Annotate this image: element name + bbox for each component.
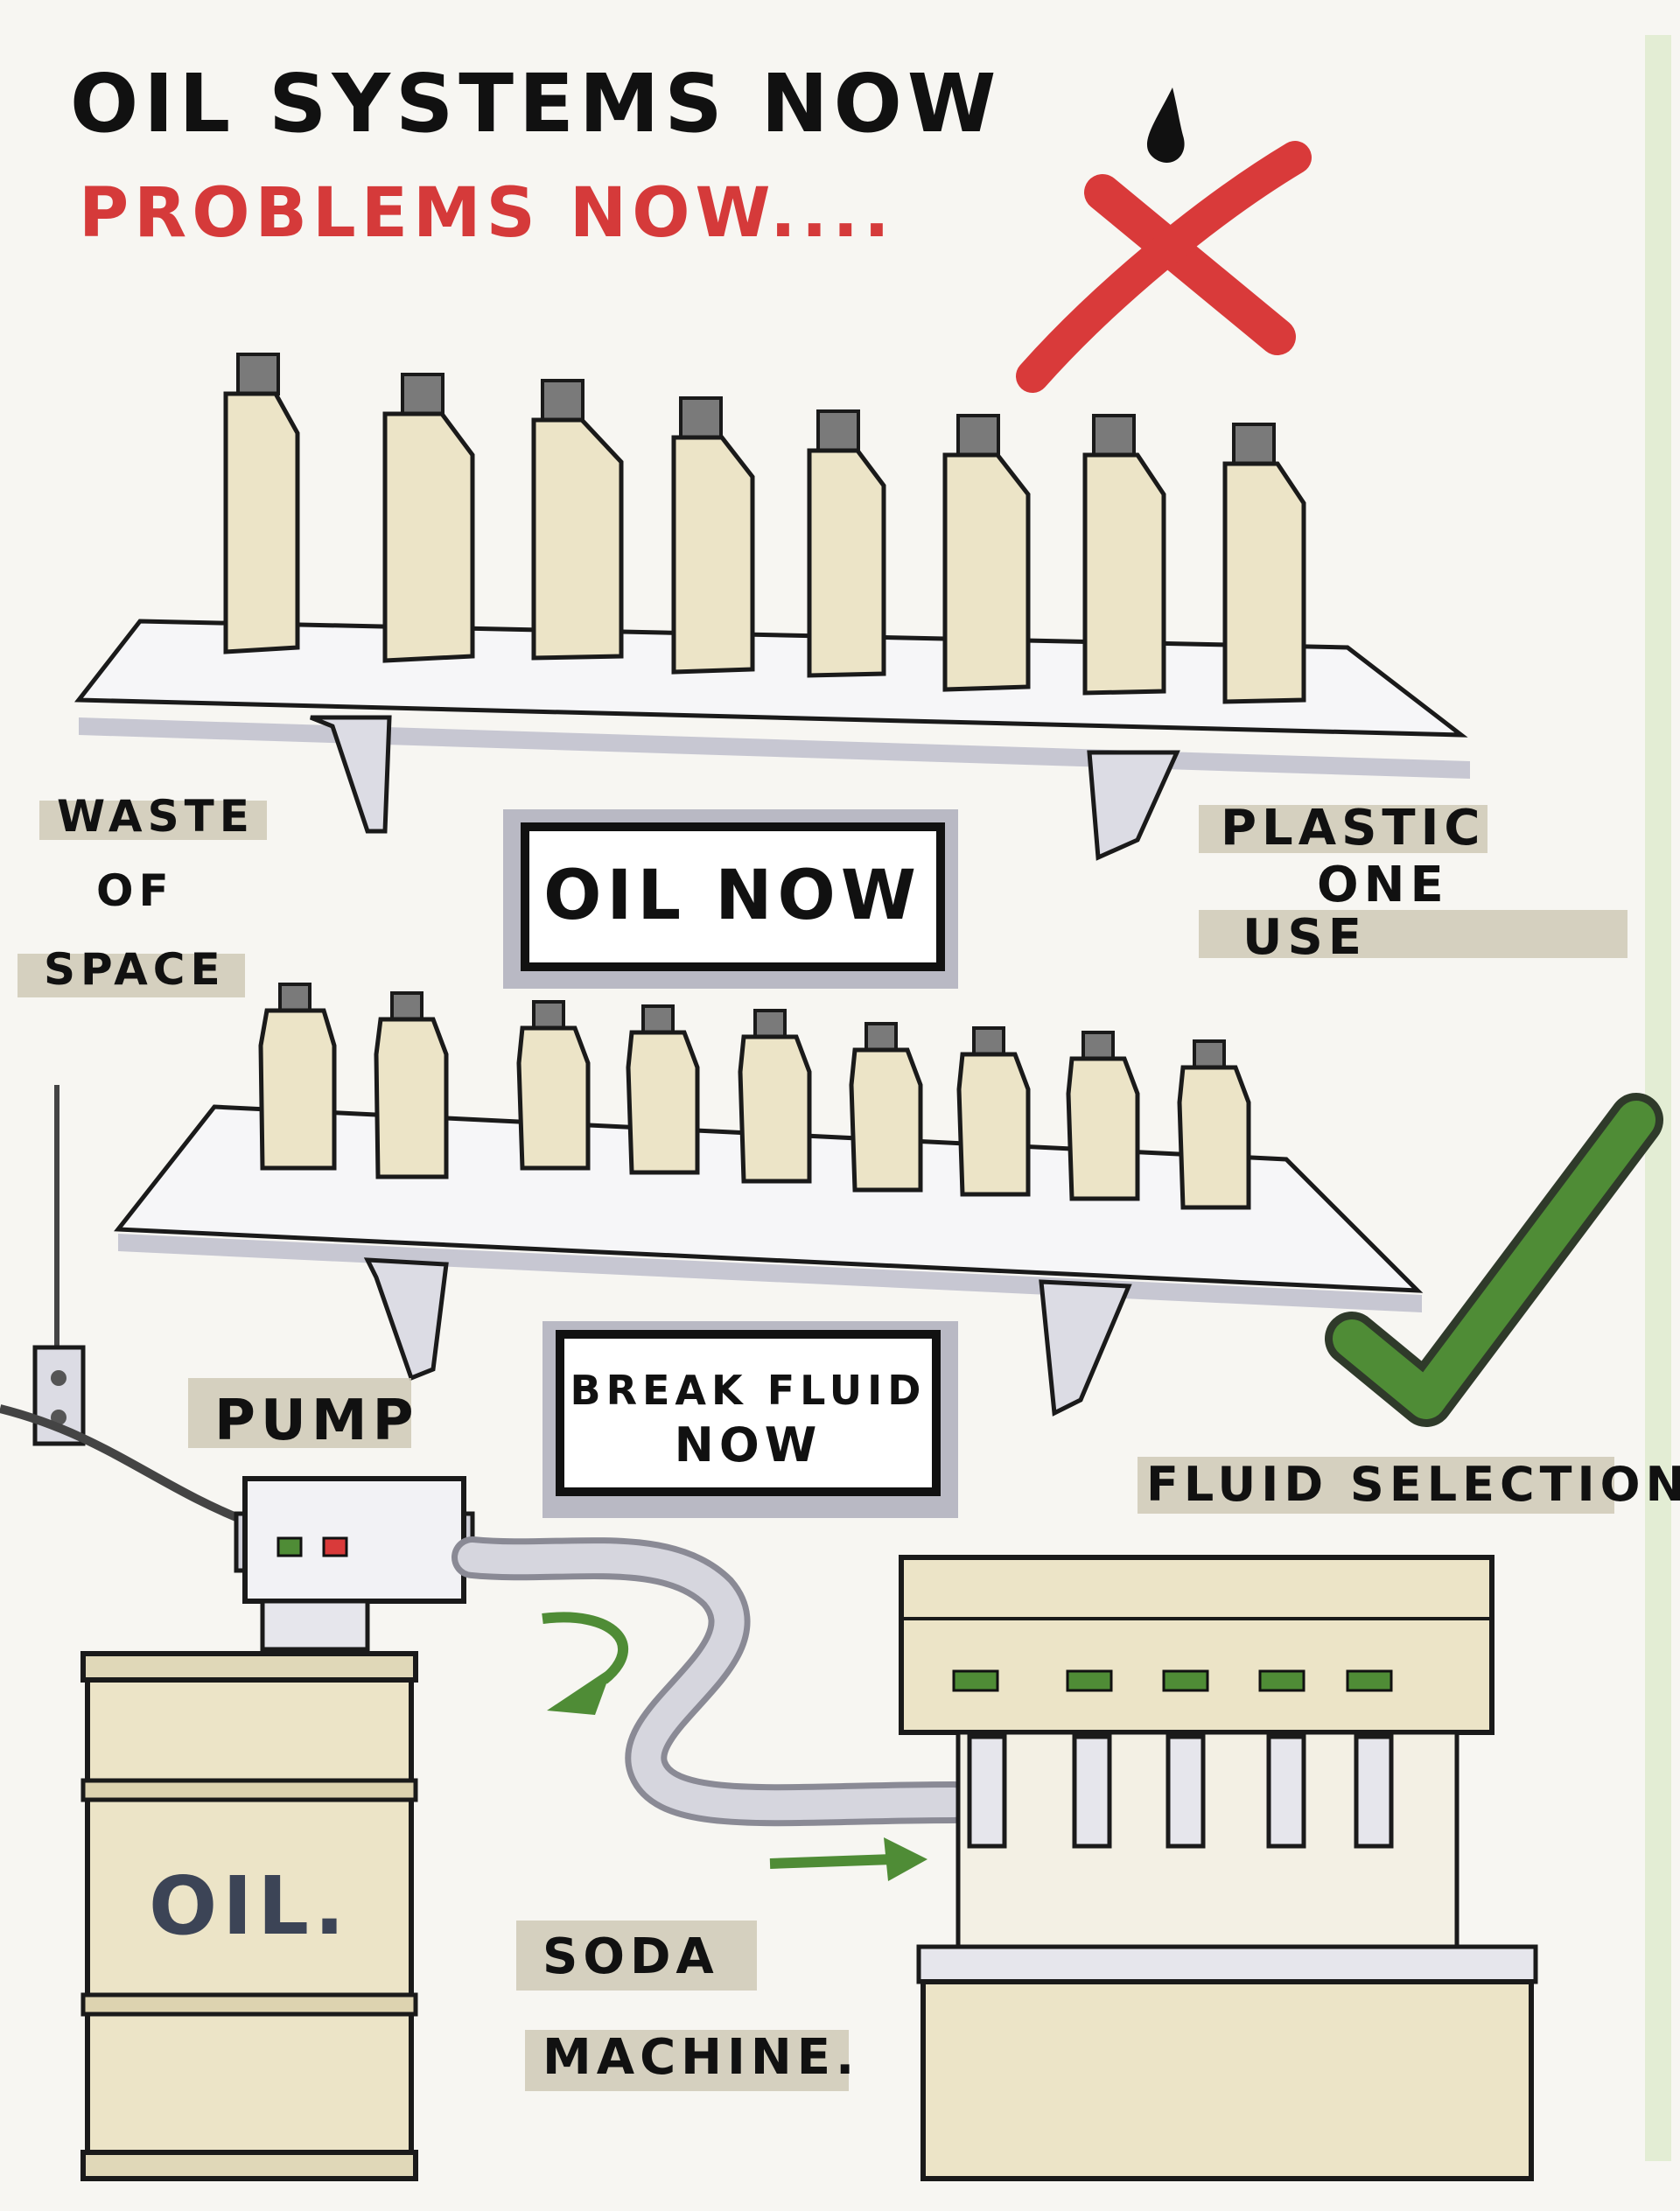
small-bottle: [516, 1000, 591, 1171]
selector-button: [952, 1669, 999, 1692]
wall-outlet: [0, 1085, 251, 1527]
small-bottle: [1177, 1039, 1251, 1210]
large-bottle: [942, 414, 1031, 692]
pump: [234, 1476, 475, 1652]
svg-text:ONE: ONE: [1317, 857, 1449, 913]
fluid-selection-label: FLUID SELECTION: [1138, 1457, 1680, 1514]
flow-arrow-right: [769, 1837, 928, 1881]
pump-green-light: [276, 1536, 303, 1557]
svg-text:OF: OF: [96, 865, 174, 916]
selector-button: [1346, 1669, 1393, 1692]
oil-barrel: OIL.: [80, 1651, 418, 2181]
waste-of-space-label: WASTE OF SPACE: [18, 791, 267, 997]
plastic-one-use-label: PLASTIC ONE USE: [1199, 800, 1628, 966]
green-check-icon: [1325, 1093, 1663, 1427]
svg-text:WASTE: WASTE: [57, 791, 255, 842]
oil-now-box: OIL NOW: [503, 809, 958, 989]
small-bottle: [258, 983, 337, 1171]
barrel-text: OIL.: [149, 1859, 350, 1953]
large-bottle: [531, 379, 624, 661]
page-title: OIL SYSTEMS NOW: [70, 57, 1001, 150]
brake-fluid-now-box: BREAK FLUID NOW: [542, 1321, 958, 1518]
small-bottle: [849, 1022, 923, 1193]
brake-fluid-line2: NOW: [675, 1417, 822, 1473]
flow-arrow-down: [542, 1612, 628, 1715]
large-bottle: [671, 396, 755, 675]
red-cross-icon: [1016, 141, 1312, 393]
small-bottle: [956, 1026, 1031, 1197]
pump-red-light: [322, 1536, 348, 1557]
small-bottle: [738, 1009, 812, 1184]
large-bottle: [223, 353, 300, 654]
pump-label: PUMP: [188, 1378, 418, 1453]
oil-drop-icon: [1146, 87, 1185, 163]
selector-button: [1066, 1669, 1113, 1692]
svg-text:USE: USE: [1242, 909, 1367, 966]
fluid-hose: [452, 1536, 975, 1827]
large-bottle: [1222, 423, 1306, 704]
svg-text:SPACE: SPACE: [44, 944, 226, 995]
large-bottle: [1082, 414, 1166, 696]
svg-text:PLASTIC: PLASTIC: [1221, 800, 1486, 857]
large-oil-bottles: [223, 353, 1306, 704]
selector-button: [1162, 1669, 1209, 1692]
svg-text:PUMP: PUMP: [214, 1389, 418, 1453]
svg-text:MACHINE.: MACHINE.: [542, 2029, 859, 2086]
small-oil-bottles: [258, 983, 1251, 1210]
large-bottle: [807, 409, 886, 678]
brake-fluid-line1: BREAK FLUID: [570, 1367, 927, 1414]
soda-machine-label: SODA MACHINE.: [516, 1921, 859, 2091]
small-bottle: [374, 991, 449, 1179]
svg-text:SODA: SODA: [542, 1928, 719, 1985]
large-bottle: [382, 373, 475, 663]
soda-machine: [899, 1555, 1538, 2181]
dispenser-nozzles: [967, 1734, 1394, 1849]
selector-button: [1258, 1669, 1306, 1692]
oil-now-text: OIL NOW: [543, 857, 921, 935]
svg-text:FLUID SELECTION: FLUID SELECTION: [1146, 1457, 1680, 1512]
small-bottle: [626, 1004, 700, 1175]
page-subtitle: PROBLEMS NOW....: [79, 174, 895, 253]
small-bottle: [1066, 1031, 1140, 1201]
